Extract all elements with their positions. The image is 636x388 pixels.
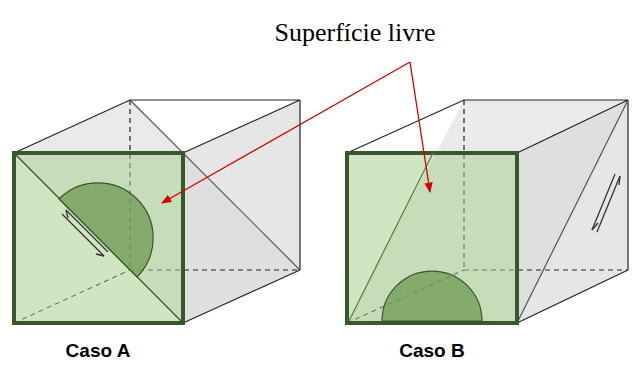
- case-label: Caso B: [399, 340, 464, 362]
- case-a-cube: [14, 100, 300, 323]
- case-b-cube: [347, 100, 628, 323]
- case-label: Caso A: [66, 340, 131, 362]
- leader-lines: [162, 62, 430, 203]
- callout-label: Superfície livre: [275, 18, 436, 48]
